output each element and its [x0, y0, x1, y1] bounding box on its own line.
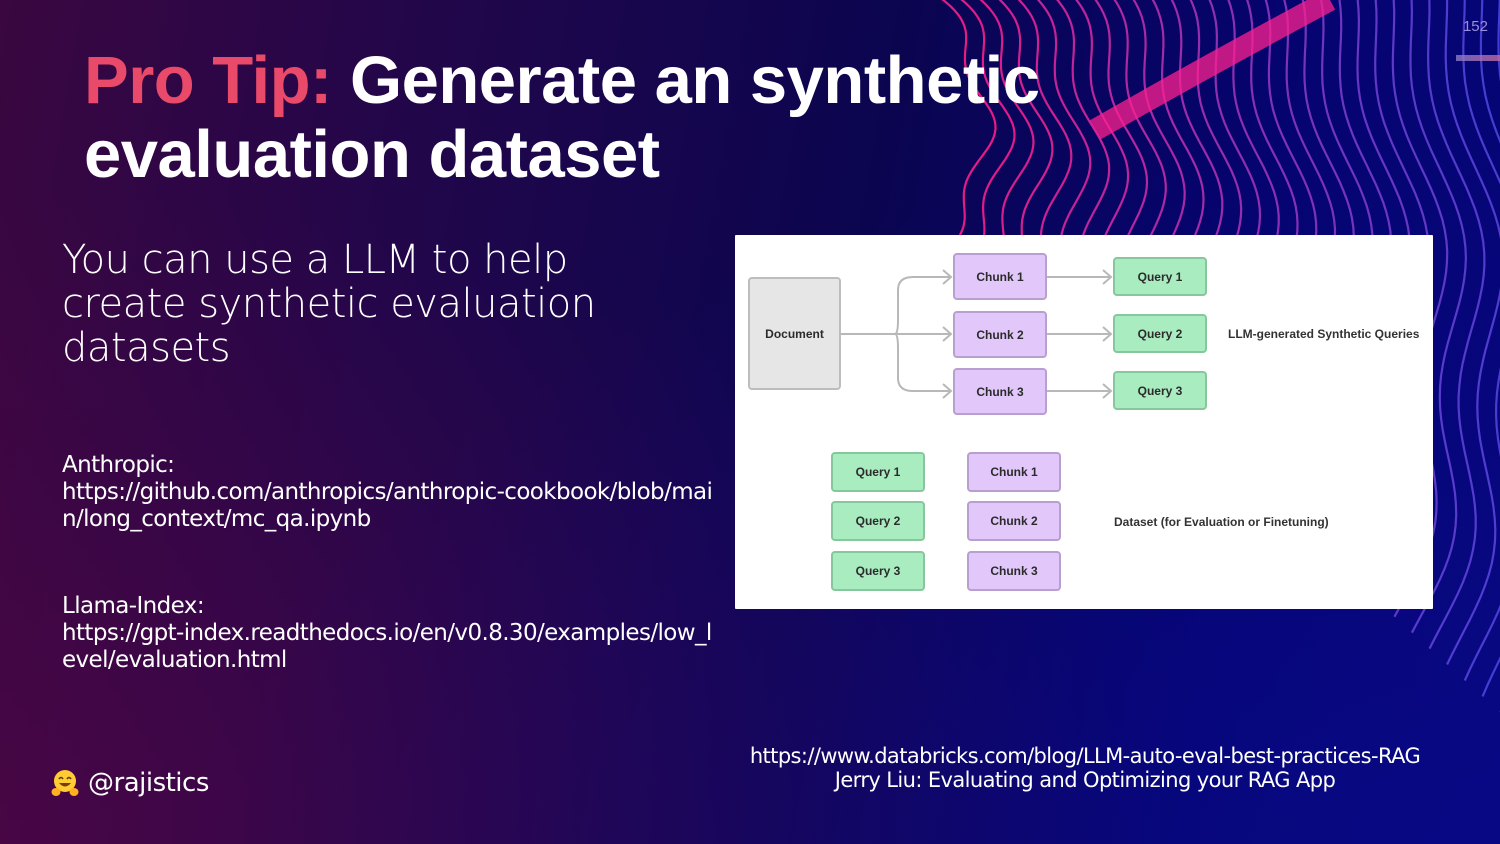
reference-link[interactable]: https://gpt-index.readthedocs.io/en/v0.8… — [62, 620, 712, 673]
chunk-box: Chunk 1 — [953, 253, 1047, 300]
arrowhead-chunk-1 — [942, 269, 953, 285]
diagram-connectors — [841, 269, 1113, 399]
dataset-query-box: Query 1 — [831, 452, 925, 492]
title-accent: Pro Tip: — [84, 43, 332, 118]
arrowhead-chunk-3 — [942, 383, 953, 399]
query-box: Query 2 — [1113, 314, 1207, 353]
dataset-query-box: Query 3 — [831, 551, 925, 591]
wave-line — [1426, 0, 1486, 650]
hugging-face-emoji-icon — [50, 768, 80, 798]
footer-credit: Jerry Liu: Evaluating and Optimizing you… — [834, 768, 1336, 792]
arrowhead-query-1 — [1102, 269, 1113, 285]
title-text: Generate an synthetic evaluation dataset — [84, 43, 1040, 192]
slide-number-bar — [1456, 55, 1500, 61]
query-box: Query 3 — [1113, 371, 1207, 410]
footer-link[interactable]: https://www.databricks.com/blog/LLM-auto… — [749, 744, 1421, 768]
connector-to-chunk-3 — [894, 333, 951, 392]
reference-anthropic: Anthropic: https://github.com/anthropics… — [62, 452, 722, 533]
document-box: Document — [748, 277, 841, 390]
handle-text: @rajistics — [88, 768, 209, 798]
slide-subtitle: You can use a LLM to help create synthet… — [62, 237, 596, 371]
dataset-chunk-box: Chunk 1 — [967, 452, 1061, 492]
dataset-label: Dataset (for Evaluation or Finetuning) — [1114, 515, 1329, 529]
reference-source: Anthropic: — [62, 452, 175, 478]
chunk-box: Chunk 2 — [953, 311, 1047, 358]
wave-line — [1479, 0, 1500, 697]
reference-source: Llama-Index: — [62, 593, 205, 619]
reference-llama-index: Llama-Index: https://gpt-index.readthedo… — [62, 593, 722, 674]
wave-line — [1444, 0, 1500, 665]
arrowhead-query-3 — [1102, 383, 1113, 399]
author-handle: @rajistics — [50, 768, 209, 798]
slide-number: 152 — [1462, 18, 1488, 35]
dataset-chunk-box: Chunk 2 — [967, 501, 1061, 541]
footer-references: https://www.databricks.com/blog/LLM-auto… — [700, 744, 1470, 792]
arrowhead-chunk-2 — [942, 326, 953, 342]
dataset-query-box: Query 2 — [831, 501, 925, 541]
synthetic-dataset-diagram: Document Chunk 1 Chunk 2 Chunk 3 Query 1… — [735, 235, 1433, 609]
chunk-box: Chunk 3 — [953, 368, 1047, 415]
dataset-chunk-box: Chunk 3 — [967, 551, 1061, 591]
wave-line — [1462, 0, 1500, 681]
synthetic-queries-label: LLM-generated Synthetic Queries — [1228, 327, 1420, 341]
arrowhead-query-2 — [1102, 326, 1113, 342]
reference-link[interactable]: https://github.com/anthropics/anthropic-… — [62, 479, 713, 532]
slide-title: Pro Tip: Generate an synthetic evaluatio… — [84, 44, 1184, 192]
query-box: Query 1 — [1113, 257, 1207, 296]
connector-to-chunk-1 — [894, 276, 951, 335]
